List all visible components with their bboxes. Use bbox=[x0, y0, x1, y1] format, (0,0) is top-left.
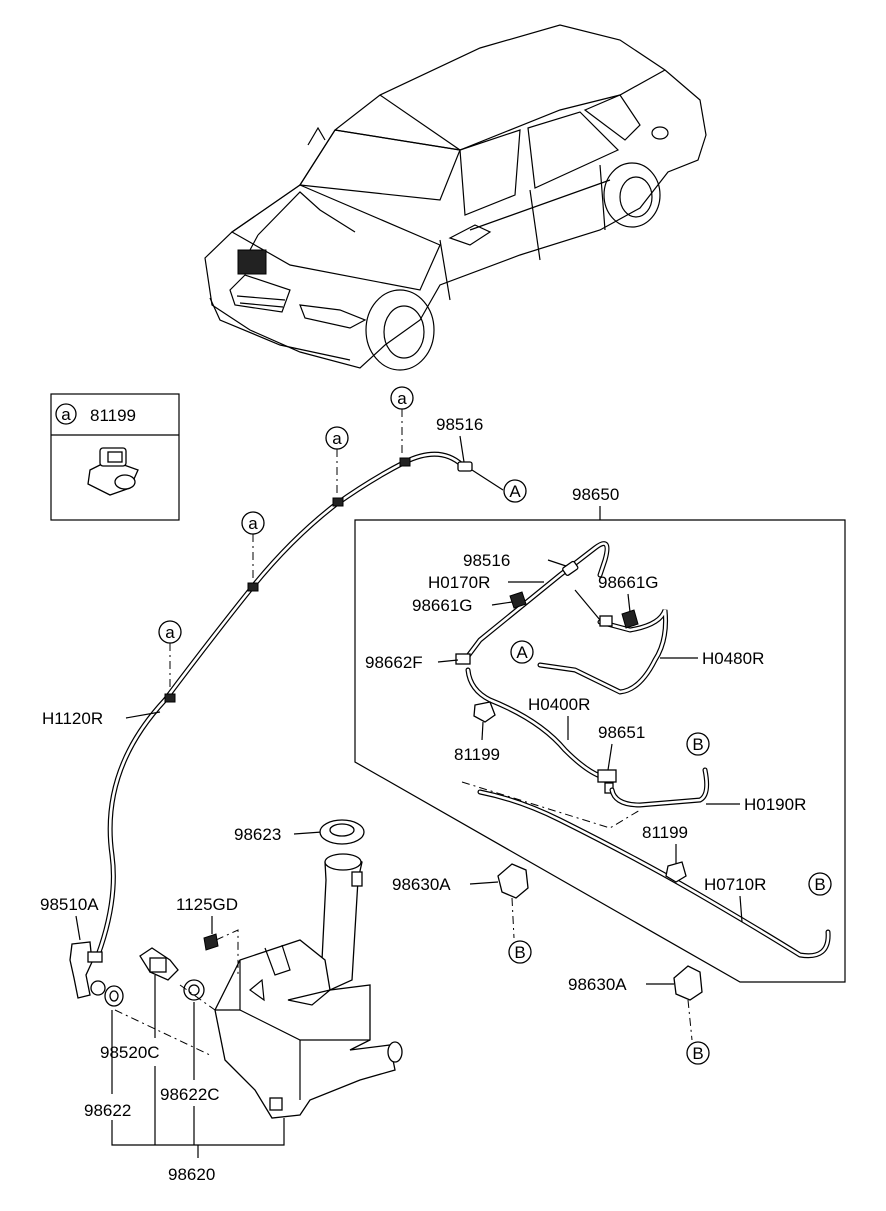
legend-ref: a bbox=[61, 405, 71, 424]
label-98651: 98651 bbox=[598, 723, 645, 742]
label-h0480r: H0480R bbox=[702, 649, 764, 668]
label-98510a: 98510A bbox=[40, 895, 99, 914]
label-98662f: 98662F bbox=[365, 653, 423, 672]
ref-b-nozzle-2: B bbox=[692, 1044, 703, 1063]
clip-ref-a-4: a bbox=[165, 623, 175, 642]
legend-ref-circle bbox=[55, 403, 77, 425]
ref-a-lower: A bbox=[516, 643, 528, 662]
label-98520c: 98520C bbox=[100, 1043, 160, 1062]
label-1125gd: 1125GD bbox=[176, 895, 238, 914]
label-98661g-1: 98661G bbox=[412, 596, 473, 615]
kit-98650: 98650 98516 bbox=[354, 485, 846, 983]
label-98516-kit: 98516 bbox=[463, 551, 510, 570]
label-h0170r: H0170R bbox=[428, 573, 490, 592]
label-h0400r: H0400R bbox=[528, 695, 590, 714]
label-98630a-1: 98630A bbox=[392, 875, 451, 894]
clip-ref-a-2: a bbox=[332, 429, 342, 448]
legend-box: a 81199 bbox=[50, 393, 180, 521]
label-81199-1: 81199 bbox=[454, 745, 500, 764]
label-98620: 98620 bbox=[168, 1165, 215, 1184]
clip-ref-a-3: a bbox=[248, 514, 258, 533]
label-98650: 98650 bbox=[572, 485, 619, 504]
label-h0710r: H0710R bbox=[704, 875, 766, 894]
label-h0190r: H0190R bbox=[744, 795, 806, 814]
main-hose-h1120r bbox=[95, 451, 473, 958]
ref-circle-a-upper bbox=[503, 479, 527, 503]
label-98622c: 98622C bbox=[160, 1085, 220, 1104]
ref-circle-b-kit-upper bbox=[686, 732, 710, 756]
label-98630a-2: 98630A bbox=[568, 975, 627, 994]
ref-b-kit-upper: B bbox=[692, 735, 703, 754]
label-98661g-2: 98661G bbox=[598, 573, 659, 592]
label-81199-2: 81199 bbox=[642, 823, 688, 842]
label-h1120r: H1120R bbox=[42, 709, 103, 728]
ref-a-upper: A bbox=[509, 482, 521, 501]
nozzle-98630a-1: 98630A B bbox=[392, 863, 532, 964]
legend-part-number: 81199 bbox=[90, 406, 136, 425]
label-98622: 98622 bbox=[84, 1101, 131, 1120]
label-98623: 98623 bbox=[234, 825, 281, 844]
vehicle-illustration bbox=[204, 24, 707, 371]
label-98516-top: 98516 bbox=[436, 415, 483, 434]
ref-b-nozzle-1: B bbox=[514, 943, 525, 962]
ref-circle-b-kit-lower bbox=[808, 872, 832, 896]
clip-callouts: a a a a bbox=[158, 386, 414, 690]
ref-b-kit-lower: B bbox=[814, 875, 825, 894]
washer-reservoir: 98623 1125GD 98510A bbox=[40, 819, 403, 1184]
clip-icon bbox=[87, 447, 139, 496]
ref-circle-a-lower bbox=[510, 640, 534, 664]
nozzle-98630a-2: 98630A B bbox=[568, 965, 710, 1065]
clip-ref-a-1: a bbox=[397, 389, 407, 408]
